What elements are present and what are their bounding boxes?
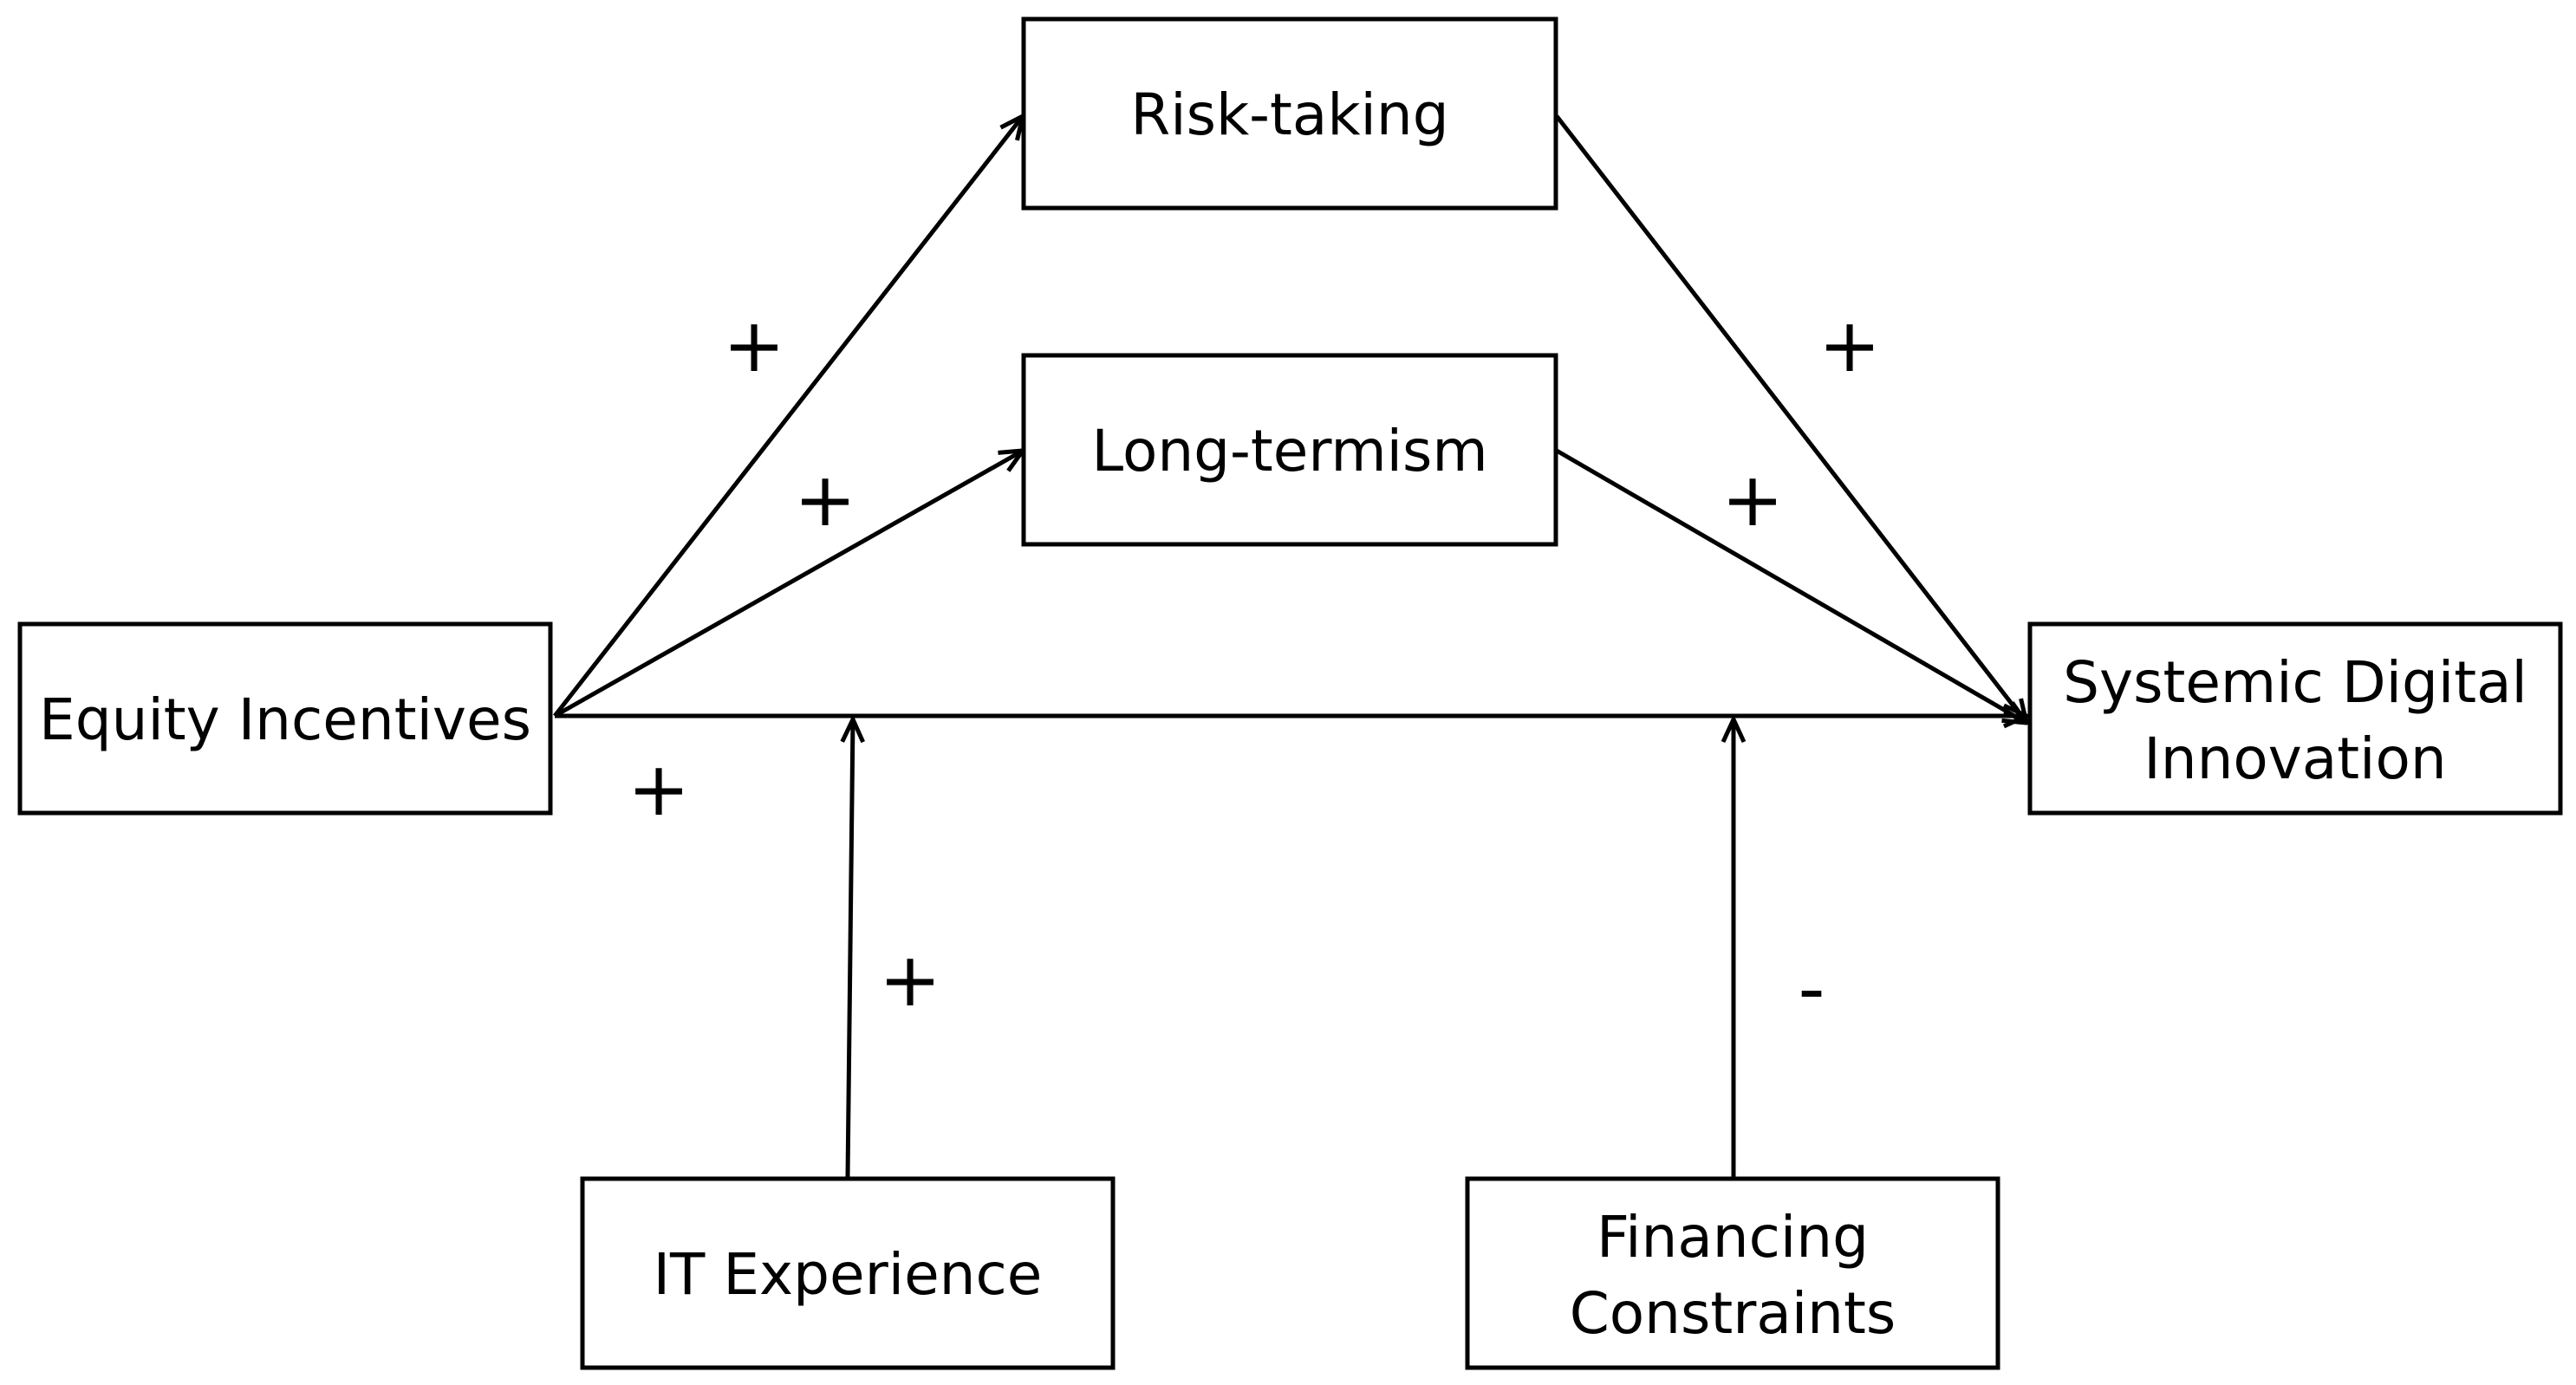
arrow-it-experience-moderation xyxy=(848,719,853,1178)
sign-long-termism-to-systemic: + xyxy=(1721,457,1784,543)
sign-risk-taking-to-systemic: + xyxy=(1818,302,1881,389)
node-equity-incentives-label: Equity Incentives xyxy=(39,686,531,753)
node-it-experience: IT Experience xyxy=(580,1176,1116,1370)
node-systemic-digital-innovation-line1: Systemic Digital xyxy=(2063,649,2527,716)
node-risk-taking-label: Risk-taking xyxy=(1130,81,1448,148)
node-financing-constraints-line1: Financing xyxy=(1597,1204,1869,1271)
node-systemic-digital-innovation-line2: Innovation xyxy=(2143,725,2446,792)
arrow-long-termism-to-systemic xyxy=(1555,448,2026,723)
arrow-equity-to-long-termism xyxy=(553,451,1023,719)
node-long-termism-label: Long-termism xyxy=(1091,418,1487,484)
node-financing-constraints: Financing Constraints xyxy=(1465,1176,2000,1370)
node-systemic-digital-innovation: Systemic Digital Innovation xyxy=(2027,621,2563,816)
sign-equity-to-long-termism: + xyxy=(794,457,856,543)
sign-financing-constraints-moderation: - xyxy=(1798,946,1825,1032)
sign-it-experience-moderation: + xyxy=(879,937,941,1024)
node-it-experience-label: IT Experience xyxy=(654,1241,1043,1308)
sign-equity-to-risk-taking: + xyxy=(723,302,785,389)
sign-equity-to-systemic: + xyxy=(628,746,690,833)
node-equity-incentives: Equity Incentives xyxy=(17,621,553,816)
node-risk-taking: Risk-taking xyxy=(1021,16,1558,211)
arrow-equity-to-risk-taking xyxy=(553,116,1023,718)
node-financing-constraints-line2: Constraints xyxy=(1570,1280,1896,1347)
arrow-risk-taking-to-systemic xyxy=(1555,114,2026,723)
node-long-termism: Long-termism xyxy=(1021,353,1558,547)
